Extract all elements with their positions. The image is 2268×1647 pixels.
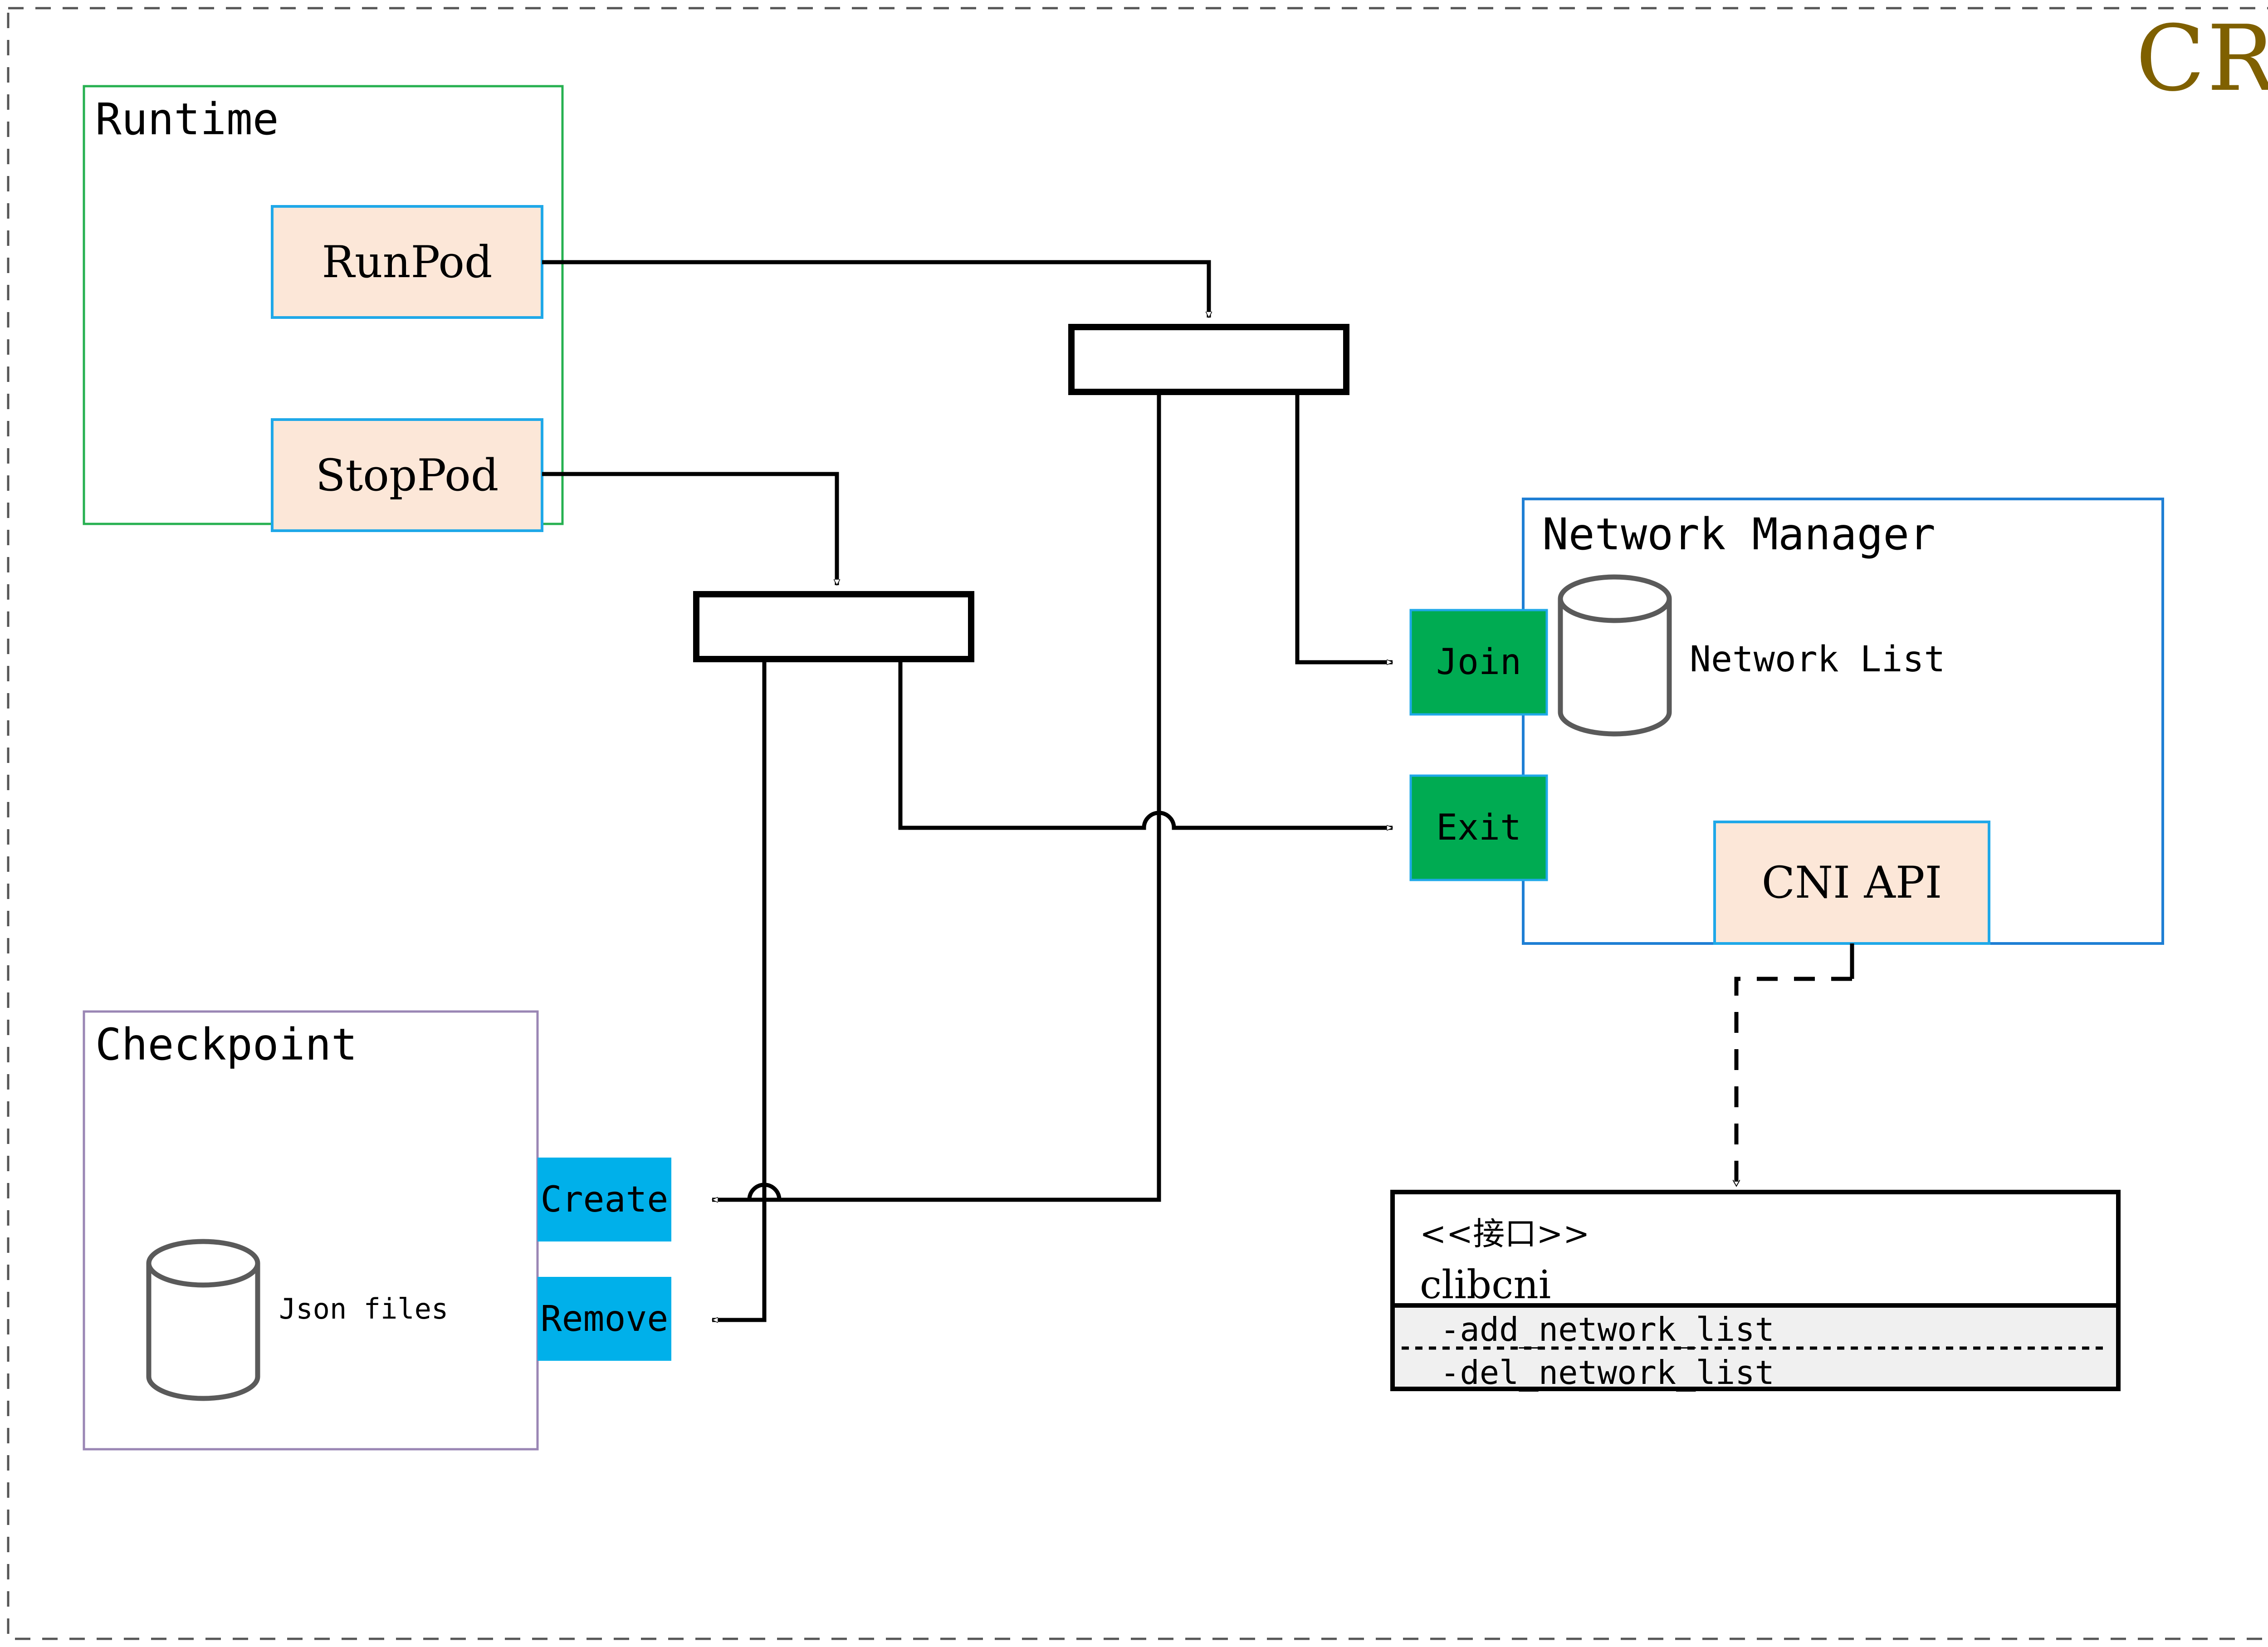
edge-fork1-to-create	[712, 392, 1161, 1202]
edge-cniapi-to-clibcni-dashed	[1736, 977, 1852, 1186]
remove-label[interactable]: Remove	[540, 1298, 669, 1339]
network-list-cylinder	[1558, 574, 1672, 737]
edge-stoppod-to-fork2	[542, 472, 837, 585]
stoppod-box	[271, 418, 543, 532]
checkpoint-group-title: Checkpoint	[95, 1019, 357, 1070]
exit-label[interactable]: Exit	[1436, 807, 1521, 848]
interface-method-add: -add_network_list	[1440, 1310, 1774, 1349]
edge-fork2-to-exit	[898, 659, 1393, 828]
runtime-group-title: Runtime	[95, 94, 279, 145]
json-files-cylinder	[146, 1239, 260, 1401]
network-manager-group-title: Network Manager	[1542, 509, 1936, 560]
interface-method-del: -del_network_list	[1440, 1354, 1774, 1392]
interface-name: clibcni	[1420, 1262, 1551, 1308]
edge-fork1-to-join	[1295, 392, 1393, 662]
network-list-label: Network List	[1690, 639, 1945, 680]
page-title: CRI	[2136, 6, 2268, 112]
edge-fork2-to-remove	[712, 659, 767, 1320]
cni-api-box	[1713, 821, 1990, 945]
cni-api-label[interactable]: CNI API	[1761, 857, 1942, 908]
remove-box	[538, 1277, 671, 1361]
exit-box	[1409, 774, 1548, 881]
json-files-label: Json files	[279, 1292, 449, 1325]
outer-frame	[7, 7, 2268, 1640]
stoppod-label[interactable]: StopPod	[315, 450, 499, 501]
fork-bar-stoppod	[693, 591, 974, 662]
fork-bar-runpod	[1068, 324, 1349, 395]
edge-create-arrowhead	[712, 1183, 789, 1200]
create-box	[538, 1158, 671, 1241]
interface-stereotype: <<接口>>	[1420, 1215, 1590, 1252]
runpod-box	[271, 205, 543, 319]
create-label[interactable]: Create	[540, 1179, 669, 1220]
join-label[interactable]: Join	[1436, 642, 1521, 683]
edge-runpod-to-fork1	[542, 260, 1209, 318]
clibcni-interface-box	[1390, 1190, 2121, 1391]
runpod-label[interactable]: RunPod	[322, 236, 493, 288]
join-box	[1409, 609, 1548, 716]
